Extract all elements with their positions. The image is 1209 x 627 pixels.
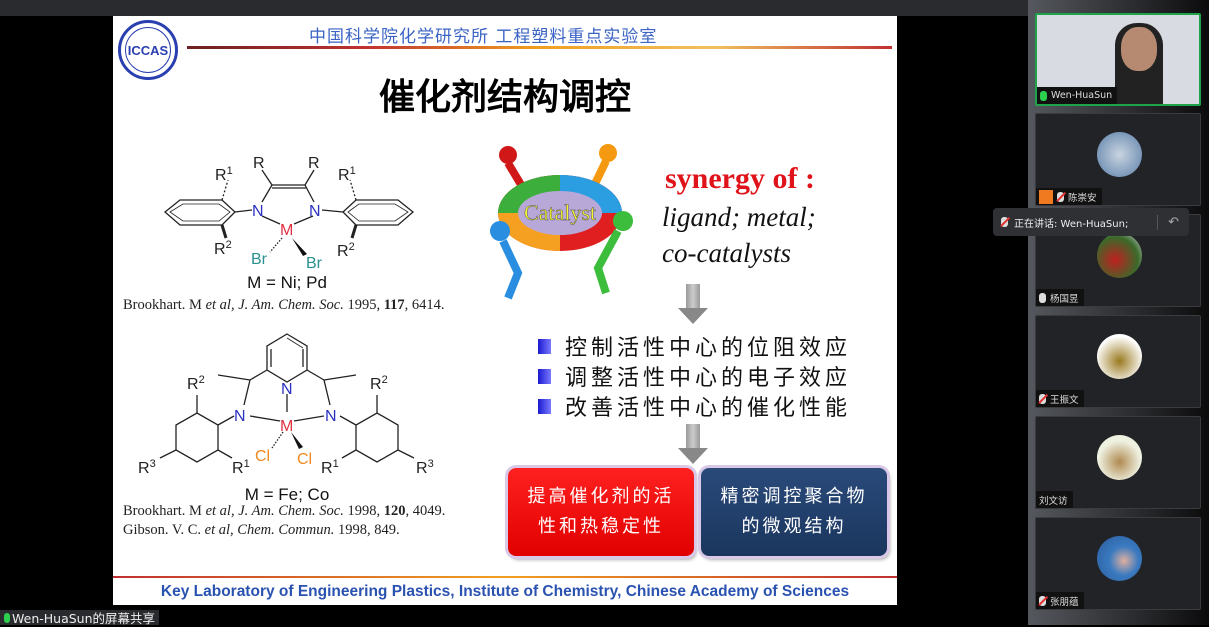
chemical-structures: R R R1 R1 R2 R2 N N M Br Br M = Ni; Pd xyxy=(138,155,434,504)
bullet-item: 改善活性中心的催化性能 xyxy=(538,391,851,421)
avatar xyxy=(1097,334,1142,379)
atom-r: R xyxy=(308,155,320,172)
atom-r3: R3 xyxy=(138,458,156,477)
atom-n: N xyxy=(325,408,337,425)
avatar xyxy=(1097,435,1142,480)
participant-tile[interactable]: 刘文访 xyxy=(1035,416,1201,509)
header-divider xyxy=(187,46,892,49)
catalyst-teamwork-image: Catalyst xyxy=(490,144,633,300)
microphone-muted-icon xyxy=(1039,393,1046,404)
catalyst-label: Catalyst xyxy=(524,200,596,225)
atom-n: N xyxy=(281,381,293,398)
atom-cl: Cl xyxy=(255,448,270,465)
top-bar xyxy=(0,0,1028,16)
participants-panel: Wen-HuaSun 陈崇安 杨国昱 王振文 刘文访 张朋蕴 xyxy=(1028,0,1209,625)
participant-name-tag: 陈崇安 xyxy=(1036,188,1102,205)
iccas-logo: ICCAS xyxy=(118,20,178,80)
microphone-icon xyxy=(1001,217,1008,227)
speaking-indicator: 正在讲话: Wen-HuaSun; ↶ xyxy=(993,208,1189,236)
microphone-icon xyxy=(1039,292,1046,303)
citation-1: Brookhart. M et al, J. Am. Chem. Soc. 19… xyxy=(123,297,445,313)
atom-r1: R1 xyxy=(338,165,356,184)
slide-title: 催化剂结构调控 xyxy=(378,77,631,118)
shared-slide: ICCAS 中国科学院化学研究所 工程塑料重点实验室 催化剂结构调控 xyxy=(113,16,897,605)
bullet-square-icon xyxy=(538,398,551,414)
pyridine-diimine-structure xyxy=(159,333,415,463)
speaking-text: 正在讲话: Wen-HuaSun; xyxy=(1014,218,1129,230)
avatar xyxy=(1097,536,1142,581)
avatar xyxy=(1097,233,1142,278)
bullet-list: 控制活性中心的位阻效应 调整活性中心的电子效应 改善活性中心的催化性能 xyxy=(538,331,851,421)
microphone-muted-icon xyxy=(1057,191,1064,202)
participant-name-tag: Wen-HuaSun xyxy=(1037,87,1118,104)
synergy-line-1: ligand; metal; xyxy=(662,202,816,232)
structure2-caption: M = Fe; Co xyxy=(245,485,330,504)
activity-stability-box: 提高催化剂的活性和热稳定性 xyxy=(508,468,694,556)
synergy-heading: synergy of : xyxy=(665,162,815,195)
avatar xyxy=(1097,132,1142,177)
atom-r1: R1 xyxy=(232,458,250,477)
video-face xyxy=(1121,27,1157,71)
microstructure-box: 精密调控聚合物的微观结构 xyxy=(701,468,887,556)
atom-r2: R2 xyxy=(337,241,355,260)
participant-tile[interactable]: Wen-HuaSun xyxy=(1035,13,1201,106)
participant-name-tag: 杨国昱 xyxy=(1036,289,1084,306)
atom-r3: R3 xyxy=(416,458,434,477)
atom-r2: R2 xyxy=(370,374,388,393)
down-arrow-icon xyxy=(678,284,708,324)
bullet-square-icon xyxy=(538,368,551,384)
participant-name-tag: 张朋蕴 xyxy=(1036,592,1084,609)
slide-footer: Key Laboratory of Engineering Plastics, … xyxy=(160,583,850,600)
diimine-structure xyxy=(163,169,415,256)
atom-n: N xyxy=(252,203,264,220)
citation-3: Gibson. V. C. et al, Chem. Commun. 1998,… xyxy=(123,522,400,538)
atom-br: Br xyxy=(306,255,323,272)
bullet-square-icon xyxy=(538,338,551,354)
footer-divider xyxy=(113,576,897,578)
participant-name-tag: 刘文访 xyxy=(1036,491,1073,508)
atom-r2: R2 xyxy=(214,239,232,258)
atom-n: N xyxy=(309,203,321,220)
screen-share-label: Wen-HuaSun的屏幕共享 xyxy=(0,610,160,626)
participant-tile[interactable]: 陈崇安 xyxy=(1035,113,1201,206)
slide-header: 中国科学院化学研究所 工程塑料重点实验室 xyxy=(309,27,658,47)
microphone-muted-icon xyxy=(1039,595,1046,606)
atom-r2: R2 xyxy=(187,374,205,393)
citation-2: Brookhart. M et al, J. Am. Chem. Soc. 19… xyxy=(123,503,446,519)
participant-tile[interactable]: 张朋蕴 xyxy=(1035,517,1201,610)
participant-tile[interactable]: 王振文 xyxy=(1035,315,1201,408)
atom-cl: Cl xyxy=(297,451,312,468)
synergy-line-2: co-catalysts xyxy=(662,238,791,268)
microphone-icon xyxy=(1040,90,1047,101)
atom-r1: R1 xyxy=(215,165,233,184)
down-arrow-icon xyxy=(678,424,708,464)
reply-icon[interactable]: ↶ xyxy=(1157,214,1189,230)
atom-r1: R1 xyxy=(321,458,339,477)
host-icon xyxy=(1039,189,1053,204)
bullet-item: 控制活性中心的位阻效应 xyxy=(538,331,851,361)
atom-m: M xyxy=(280,222,293,239)
structure1-caption: M = Ni; Pd xyxy=(247,273,327,292)
atom-n: N xyxy=(234,408,246,425)
atom-br: Br xyxy=(251,251,268,268)
participant-name-tag: 王振文 xyxy=(1036,390,1084,407)
atom-m: M xyxy=(280,418,293,435)
share-indicator-icon xyxy=(4,612,10,623)
atom-r: R xyxy=(253,155,265,172)
bullet-item: 调整活性中心的电子效应 xyxy=(538,361,851,391)
